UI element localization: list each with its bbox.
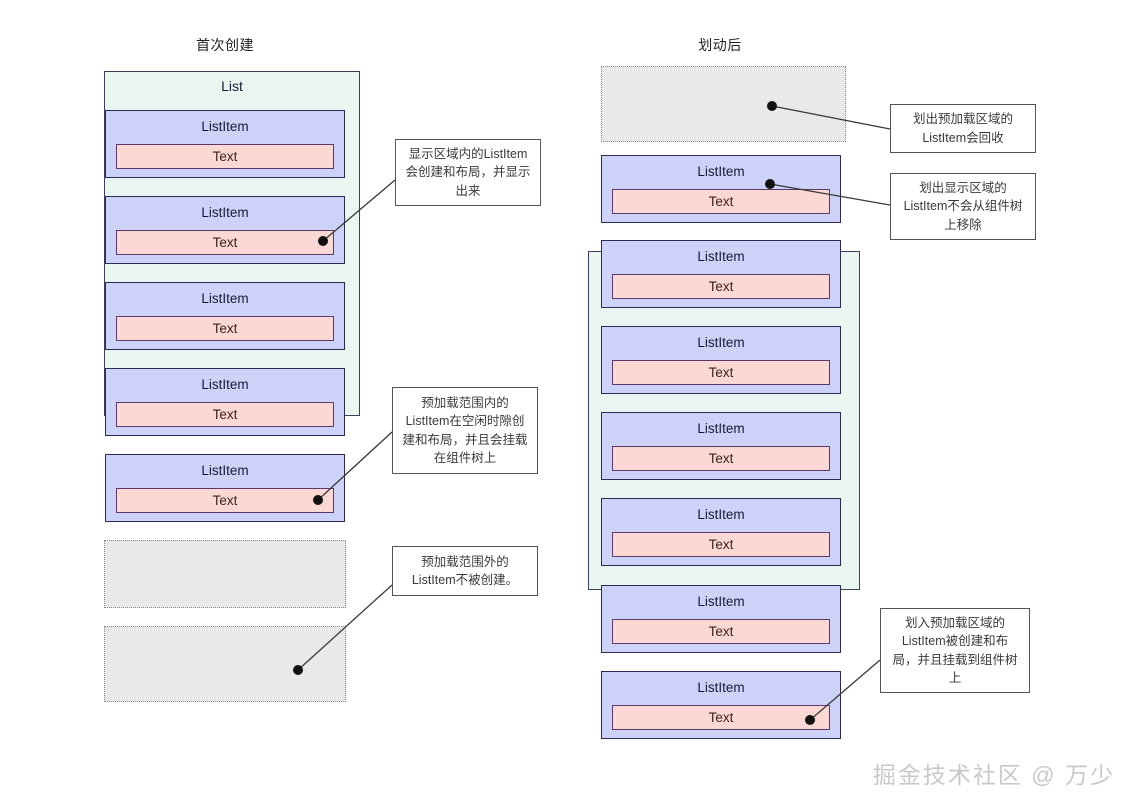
callout-text: 预加载范围内的 ListItem在空闲时隙创 建和布局，并且会挂载 在组件树上 [402,396,528,465]
text-box[interactable]: Text [612,619,830,644]
text-box-label: Text [708,450,734,466]
callout-swiped-out-preload: 划出预加载区域的 ListItem会回收 [890,104,1036,153]
text-box[interactable]: Text [612,189,830,214]
list-item[interactable]: ListItem Text [601,326,841,394]
text-box-label: Text [708,193,734,209]
text-box[interactable]: Text [612,274,830,299]
watermark: 掘金技术社区 @ 万少 [872,762,1115,788]
list-item-label: ListItem [697,594,745,609]
text-box[interactable]: Text [116,316,334,341]
callout-visible-area: 显示区域内的ListItem 会创建和布局，并显示 出来 [395,139,541,206]
callout-swiped-in-preload: 划入预加载区域的 ListItem被创建和布 局，并且挂载到组件树 上 [880,608,1030,693]
list-item-label: ListItem [201,119,249,134]
list-item[interactable]: ListItem Text [601,585,841,653]
ghost-list-item [601,66,846,142]
list-item[interactable]: ListItem Text [105,196,345,264]
text-box-label: Text [708,278,734,294]
list-item[interactable]: ListItem Text [105,282,345,350]
text-box[interactable]: Text [612,360,830,385]
callout-preload-inside: 预加载范围内的 ListItem在空闲时隙创 建和布局，并且会挂载 在组件树上 [392,387,538,474]
list-item-label: ListItem [697,507,745,522]
list-item[interactable]: ListItem Text [105,110,345,178]
left-column-title: 首次创建 [196,37,254,53]
text-box-label: Text [708,536,734,552]
text-box[interactable]: Text [612,532,830,557]
list-item-label: ListItem [201,205,249,220]
text-box[interactable]: Text [116,144,334,169]
list-item-label: ListItem [201,291,249,306]
list-item[interactable]: ListItem Text [601,155,841,223]
callout-text: 划出显示区域的 ListItem不会从组件树 上移除 [903,181,1023,232]
text-box-label: Text [212,406,238,422]
list-item[interactable]: ListItem Text [601,412,841,480]
list-item-label: ListItem [697,335,745,350]
list-item-label: ListItem [201,463,249,478]
text-box-label: Text [212,320,238,336]
text-box-label: Text [212,148,238,164]
list-item[interactable]: ListItem Text [105,454,345,522]
text-box[interactable]: Text [116,402,334,427]
text-box-label: Text [708,364,734,380]
callout-text: 划入预加载区域的 ListItem被创建和布 局，并且挂载到组件树 上 [892,616,1018,685]
list-item[interactable]: ListItem Text [105,368,345,436]
text-box[interactable]: Text [612,446,830,471]
callout-text: 预加载范围外的 ListItem不被创建。 [411,554,519,587]
ghost-list-item [104,540,346,608]
list-item[interactable]: ListItem Text [601,671,841,739]
callout-text: 显示区域内的ListItem 会创建和布局，并显示 出来 [405,147,531,198]
text-box[interactable]: Text [116,230,334,255]
list-item[interactable]: ListItem Text [601,240,841,308]
text-box[interactable]: Text [116,488,334,513]
text-box-label: Text [708,709,734,725]
list-item-label: ListItem [697,249,745,264]
text-box[interactable]: Text [612,705,830,730]
text-box-label: Text [212,234,238,250]
left-list-label: List [221,78,243,94]
list-item-label: ListItem [201,377,249,392]
text-box-label: Text [708,623,734,639]
callout-text: 划出预加载区域的 ListItem会回收 [912,112,1013,145]
list-item[interactable]: ListItem Text [601,498,841,566]
callout-preload-outside: 预加载范围外的 ListItem不被创建。 [392,546,538,596]
list-item-label: ListItem [697,421,745,436]
right-column-title: 划动后 [698,37,742,53]
list-item-label: ListItem [697,164,745,179]
list-item-label: ListItem [697,680,745,695]
callout-swiped-out-visible: 划出显示区域的 ListItem不会从组件树 上移除 [890,173,1036,240]
text-box-label: Text [212,492,238,508]
ghost-list-item [104,626,346,702]
